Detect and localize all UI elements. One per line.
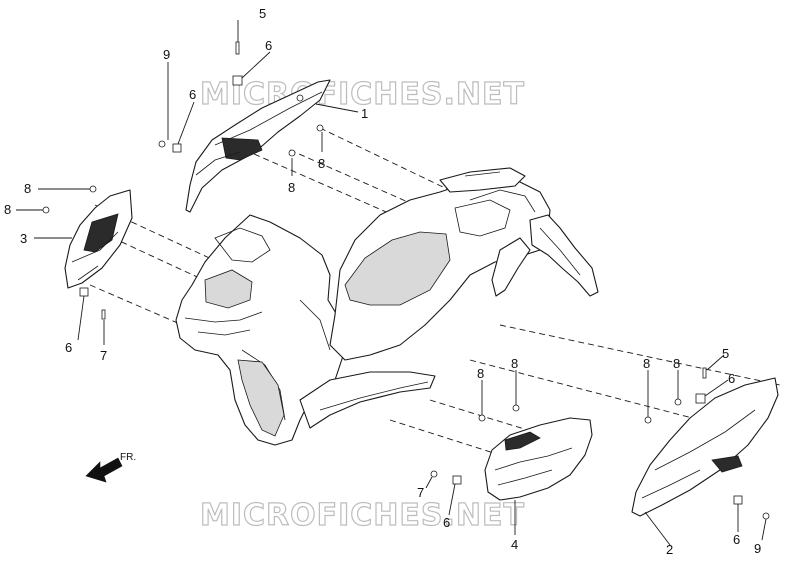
front-direction-arrow: FR. bbox=[85, 452, 136, 483]
callout-8: 8 bbox=[673, 356, 680, 371]
callout-8: 8 bbox=[24, 181, 31, 196]
direction-label: FR. bbox=[120, 452, 136, 463]
callout-labels: 5 6 9 6 1 8 8 8 8 3 6 7 8 8 7 6 4 8 8 5 … bbox=[4, 6, 761, 557]
callout-8: 8 bbox=[4, 202, 11, 217]
callout-2: 2 bbox=[666, 542, 673, 557]
callout-6: 6 bbox=[733, 532, 740, 547]
callout-3: 3 bbox=[20, 231, 27, 246]
callout-6: 6 bbox=[189, 87, 196, 102]
callout-8: 8 bbox=[477, 366, 484, 381]
front-body-leg-shield[interactable] bbox=[175, 214, 346, 446]
part-1-upper-front-cover[interactable] bbox=[185, 79, 331, 213]
part-3-front-side-panel[interactable] bbox=[64, 189, 133, 289]
callout-9: 9 bbox=[754, 541, 761, 556]
callout-8: 8 bbox=[643, 356, 650, 371]
callout-6: 6 bbox=[443, 515, 450, 530]
arrow-icon bbox=[85, 457, 123, 483]
callout-8: 8 bbox=[318, 156, 325, 171]
callout-5: 5 bbox=[722, 346, 729, 361]
callout-1: 1 bbox=[361, 106, 368, 121]
callout-5: 5 bbox=[259, 6, 266, 21]
callout-9: 9 bbox=[163, 47, 170, 62]
callout-6: 6 bbox=[728, 371, 735, 386]
part-2-rear-side-cover[interactable] bbox=[631, 377, 779, 517]
watermark-bottom: MICROFICHES.NET bbox=[200, 498, 525, 533]
fasteners bbox=[42, 41, 770, 520]
callout-8: 8 bbox=[511, 356, 518, 371]
callout-4: 4 bbox=[511, 537, 518, 552]
callout-6: 6 bbox=[265, 38, 272, 53]
callout-8: 8 bbox=[288, 180, 295, 195]
rear-fender[interactable] bbox=[491, 214, 599, 297]
leader-lines bbox=[16, 20, 767, 546]
callout-6: 6 bbox=[65, 340, 72, 355]
part-4-lower-side-cover[interactable] bbox=[484, 417, 593, 501]
floor-footboard[interactable] bbox=[299, 371, 436, 429]
rear-body-frame[interactable] bbox=[329, 167, 551, 361]
watermark-top: MICROFICHES.NET bbox=[200, 77, 525, 112]
callout-7: 7 bbox=[100, 348, 107, 363]
callout-7: 7 bbox=[417, 485, 424, 500]
